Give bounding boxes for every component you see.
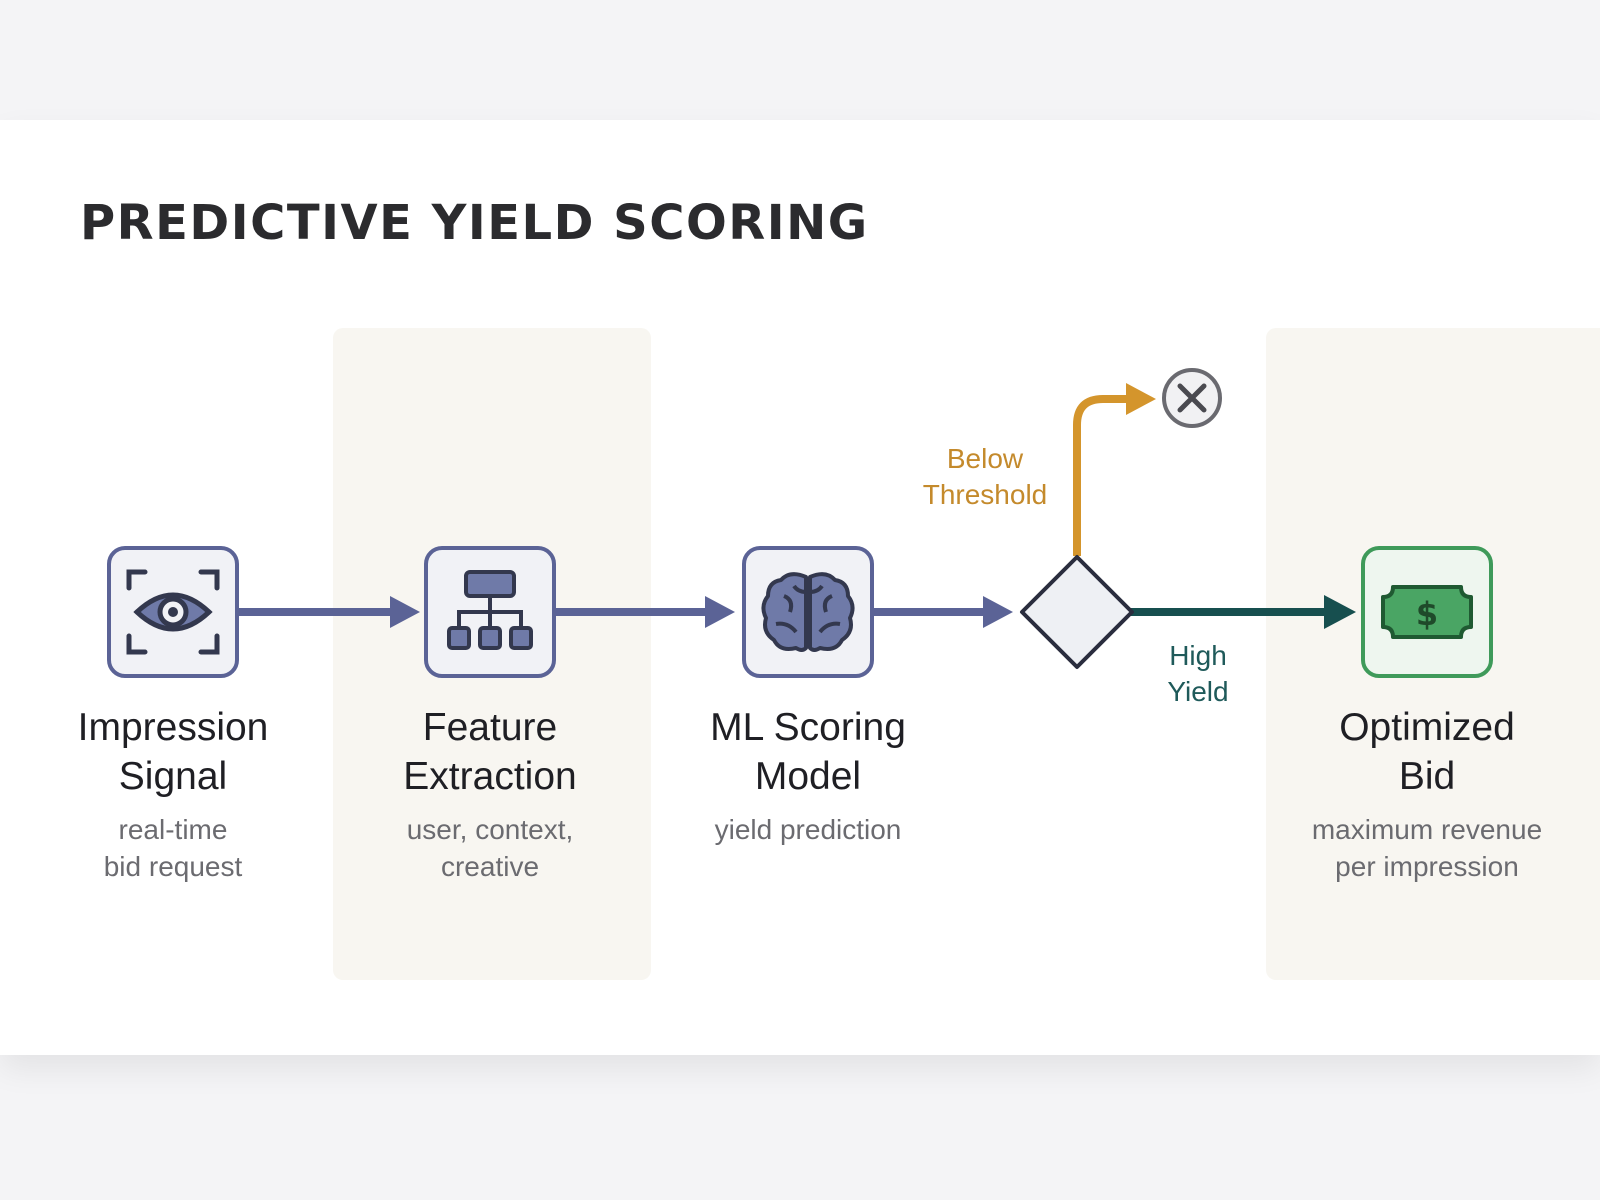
connector-decision-bid (1128, 595, 1356, 629)
node-feature (424, 546, 556, 678)
connector-feature-ml (554, 596, 735, 628)
dollar-bill-icon: $ (1381, 585, 1473, 639)
connector-impression-feature (237, 596, 420, 628)
decision-diamond (1020, 555, 1134, 669)
close-circle-icon (1162, 368, 1222, 428)
node-impression (107, 546, 239, 678)
node-ml (742, 546, 874, 678)
hierarchy-icon (447, 570, 533, 650)
connector-ml-decision (872, 596, 1013, 628)
node-ml-sub: yield prediction (714, 814, 902, 845)
svg-text:$: $ (1416, 595, 1438, 633)
eye-scan-icon (126, 569, 220, 655)
page-title: PREDICTIVE YIELD SCORING (80, 195, 869, 251)
connector-decision-reject (1073, 383, 1156, 556)
node-bid: $ (1361, 546, 1493, 678)
node-feature-sub: user, context,creative (406, 814, 574, 882)
brain-icon (761, 572, 855, 652)
